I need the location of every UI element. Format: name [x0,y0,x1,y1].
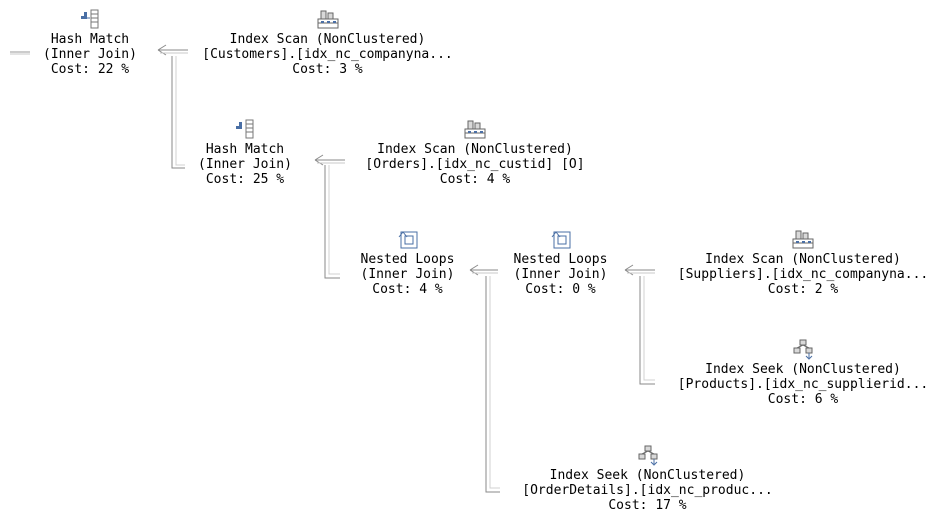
arrow-nl1-to-hm2 [324,165,340,279]
node-operator: Index Seek (NonClustered) [705,362,901,377]
node-cost: Cost: 25 % [205,172,285,187]
node-cost: Cost: 4 % [372,282,443,297]
plan-node-index-scan-customers[interactable]: Index Scan (NonClustered) [Customers].[i… [200,8,455,77]
plan-node-nested-loops-1[interactable]: Nested Loops (Inner Join) Cost: 4 % [345,228,470,297]
node-detail: [OrderDetails].[idx_nc_produc... [522,483,773,498]
node-cost: Cost: 6 % [767,392,839,407]
node-operator: Index Scan (NonClustered) [377,142,573,157]
index-scan-icon [464,120,486,139]
index-seek-icon [793,339,813,360]
node-cost: Cost: 22 % [50,62,130,77]
node-detail: (Inner Join) [43,47,137,62]
node-operator: Nested Loops [360,252,455,267]
node-cost: Cost: 4 % [439,172,511,187]
plan-node-index-scan-orders[interactable]: Index Scan (NonClustered) [Orders].[idx_… [355,118,595,187]
node-detail: (Inner Join) [513,267,608,282]
node-cost: Cost: 3 % [292,62,363,77]
node-operator: Index Scan (NonClustered) [705,252,901,267]
arrow-nl2-to-nl1 [469,264,498,276]
node-operator: Nested Loops [513,252,608,267]
index-seek-icon [638,445,657,466]
node-cost: Cost: 0 % [525,282,596,297]
node-detail: [Orders].[idx_nc_custid] [O] [365,157,585,172]
node-detail: [Products].[idx_nc_supplierid... [677,377,929,392]
node-operator: Index Scan (NonClustered) [229,32,426,47]
node-cost: Cost: 17 % [608,498,687,513]
nested-loops-icon [551,231,570,249]
arrow-hm2-to-hm1 [171,56,185,169]
plan-node-hash-match-1[interactable]: Hash Match (Inner Join) Cost: 22 % [25,8,155,77]
plan-node-index-seek-orderdetails[interactable]: Index Seek (NonClustered) [OrderDetails]… [505,444,790,513]
node-detail: [Suppliers].[idx_nc_companyna... [677,267,929,282]
plan-node-nested-loops-2[interactable]: Nested Loops (Inner Join) Cost: 0 % [498,228,623,297]
index-scan-icon [317,10,338,29]
index-scan-icon [792,230,814,249]
arrow-isk2-to-nl1 [485,276,500,493]
node-detail: (Inner Join) [198,157,292,172]
arrow-is1-to-hm1 [157,44,188,56]
nested-loops-icon [398,231,417,249]
root-connector [10,51,30,55]
node-operator: Index Seek (NonClustered) [549,468,746,483]
node-operator: Hash Match [50,32,130,47]
node-operator: Hash Match [205,142,285,157]
arrow-isk1-to-nl2 [639,276,655,385]
plan-node-index-seek-products[interactable]: Index Seek (NonClustered) [Products].[id… [658,338,948,407]
arrow-is2-to-hm2 [314,154,345,166]
arrow-is3-to-nl2 [624,264,655,276]
node-cost: Cost: 2 % [767,282,839,297]
plan-node-index-scan-suppliers[interactable]: Index Scan (NonClustered) [Suppliers].[i… [658,228,948,297]
plan-node-hash-match-2[interactable]: Hash Match (Inner Join) Cost: 25 % [180,118,310,187]
hash-match-icon [81,9,99,29]
hash-match-icon [236,119,254,139]
node-detail: (Inner Join) [360,267,455,282]
node-detail: [Customers].[idx_nc_companyna... [202,47,453,62]
